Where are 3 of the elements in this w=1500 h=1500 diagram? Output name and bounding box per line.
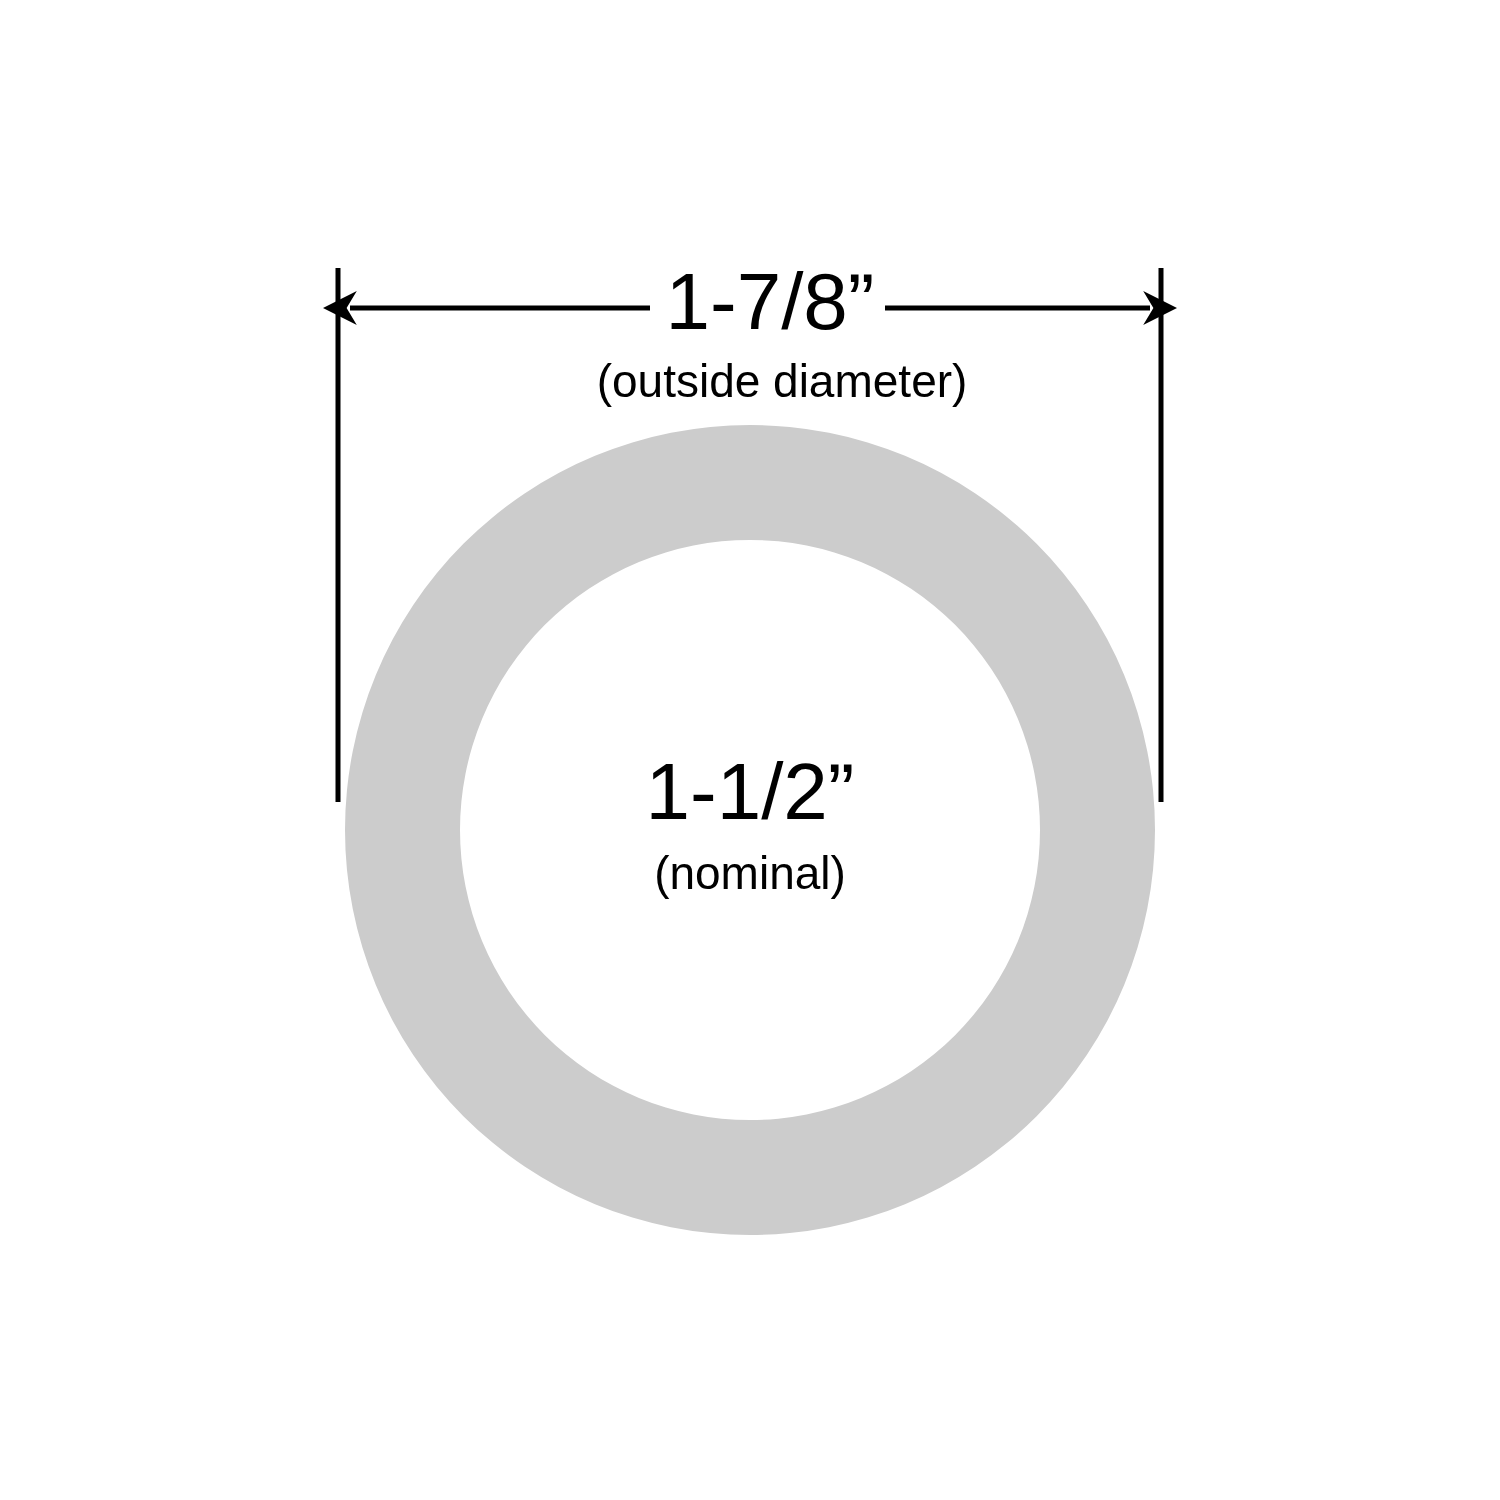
dimension-value: 1-7/8” (665, 262, 875, 342)
dimension-value: 1-1/2” (645, 752, 855, 832)
ring-drawing (345, 425, 1155, 1235)
